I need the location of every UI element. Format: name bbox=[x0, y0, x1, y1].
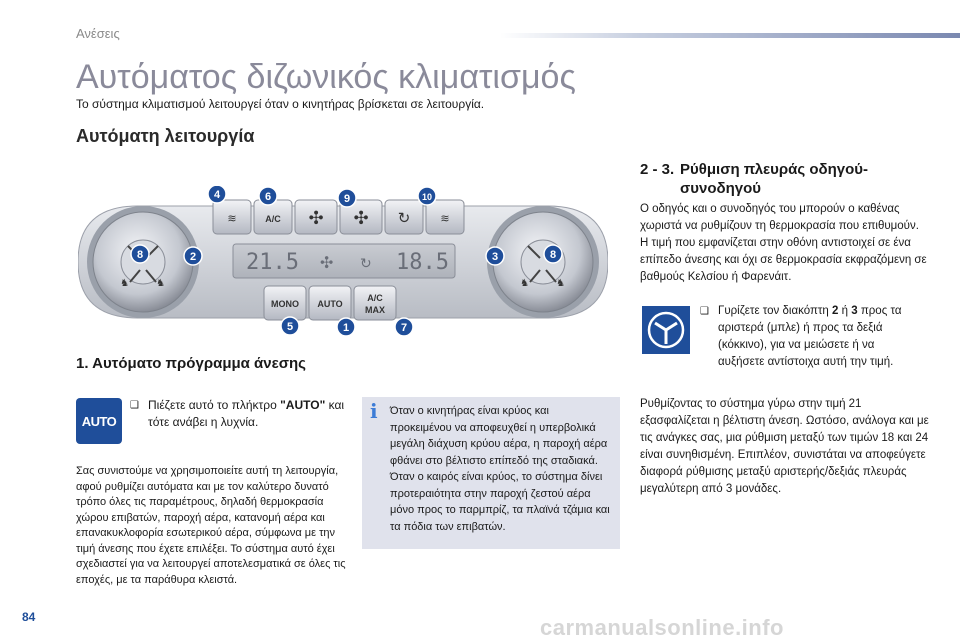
callout-6: 6 bbox=[265, 191, 271, 203]
side-adjust-description: Ο οδηγός και ο συνοδηγός του μπορούν ο κ… bbox=[640, 203, 927, 283]
auto-program-title: 1. Αυτόματο πρόγραμμα άνεσης bbox=[76, 355, 306, 372]
auto-instruction: ❑ Πιέζετε αυτό το πλήκτρο "AUTO" και τότ… bbox=[130, 398, 345, 429]
callout-3: 3 bbox=[492, 251, 498, 263]
svg-text:≋: ≋ bbox=[440, 213, 449, 225]
info-box: i Όταν ο κινητήρας είναι κρύος και προκε… bbox=[362, 397, 620, 549]
auto-button-image: AUTO bbox=[76, 398, 122, 444]
svg-text:A/C: A/C bbox=[367, 293, 383, 303]
temperature-knob-icon bbox=[642, 306, 690, 354]
right-temperature-knob: ♞ ♞ bbox=[487, 206, 599, 318]
svg-text:↻: ↻ bbox=[360, 255, 372, 271]
svg-text:♞: ♞ bbox=[156, 278, 165, 289]
info-text: Όταν ο κινητήρας είναι κρύος και προκειμ… bbox=[390, 405, 610, 533]
callout-8-left: 8 bbox=[137, 249, 143, 261]
svg-text:✣: ✣ bbox=[320, 255, 333, 272]
callout-10: 10 bbox=[422, 192, 432, 202]
info-icon: i bbox=[370, 399, 378, 423]
callout-9: 9 bbox=[344, 193, 350, 205]
svg-text:♞: ♞ bbox=[556, 278, 565, 289]
page-title: Αυτόματος διζωνικός κλιματισμός bbox=[76, 58, 576, 96]
knob-instruction: ❑ Γυρίζετε τον διακόπτη 2 ή 3 προς τα αρ… bbox=[700, 305, 902, 368]
callout-1: 1 bbox=[343, 322, 349, 334]
side-adjust-title: 2 - 3.Ρύθμιση πλευράς οδηγού- συνοδηγού bbox=[640, 161, 869, 197]
svg-text:✣: ✣ bbox=[308, 208, 323, 228]
section-title: Αυτόματη λειτουργία bbox=[76, 126, 255, 146]
svg-text:MAX: MAX bbox=[365, 305, 385, 315]
auto-description: Σας συνιστούμε να χρησιμοποιείτε αυτή τη… bbox=[76, 465, 346, 586]
callout-4: 4 bbox=[214, 189, 221, 201]
climate-control-panel: ♞ ♞ ♞ ♞ ≋ A/C ✣ ✣ ↻ ≋ 21.5 ✣ ↻ 18.5 MONO… bbox=[78, 186, 608, 337]
page-subtitle: Το σύστημα κλιματισμού λειτουργεί όταν ο… bbox=[76, 97, 485, 111]
svg-text:↻: ↻ bbox=[398, 210, 411, 227]
svg-text:AUTO: AUTO bbox=[317, 299, 342, 309]
section-header: Ανέσεις bbox=[76, 26, 120, 41]
svg-text:MONO: MONO bbox=[271, 299, 299, 309]
callout-5: 5 bbox=[287, 321, 293, 333]
watermark: carmanualsonline.info bbox=[540, 615, 784, 640]
comfort-setting-note: Ρυθμίζοντας το σύστημα γύρω στην τιμή 21… bbox=[640, 398, 929, 495]
callout-8-right: 8 bbox=[550, 249, 556, 261]
bullet-arrow-icon: ❑ bbox=[700, 306, 709, 317]
svg-text:A/C: A/C bbox=[265, 214, 281, 224]
svg-text:♞: ♞ bbox=[520, 278, 529, 289]
header-gradient-bar bbox=[500, 33, 960, 38]
page-number: 84 bbox=[22, 610, 36, 624]
svg-text:21.5: 21.5 bbox=[246, 250, 299, 275]
svg-text:≋: ≋ bbox=[227, 213, 236, 225]
callout-2: 2 bbox=[190, 251, 196, 263]
callout-7: 7 bbox=[401, 322, 407, 334]
svg-text:18.5: 18.5 bbox=[396, 250, 449, 275]
svg-text:♞: ♞ bbox=[120, 278, 129, 289]
svg-text:✣: ✣ bbox=[353, 208, 368, 228]
bullet-arrow-icon: ❑ bbox=[130, 400, 139, 411]
